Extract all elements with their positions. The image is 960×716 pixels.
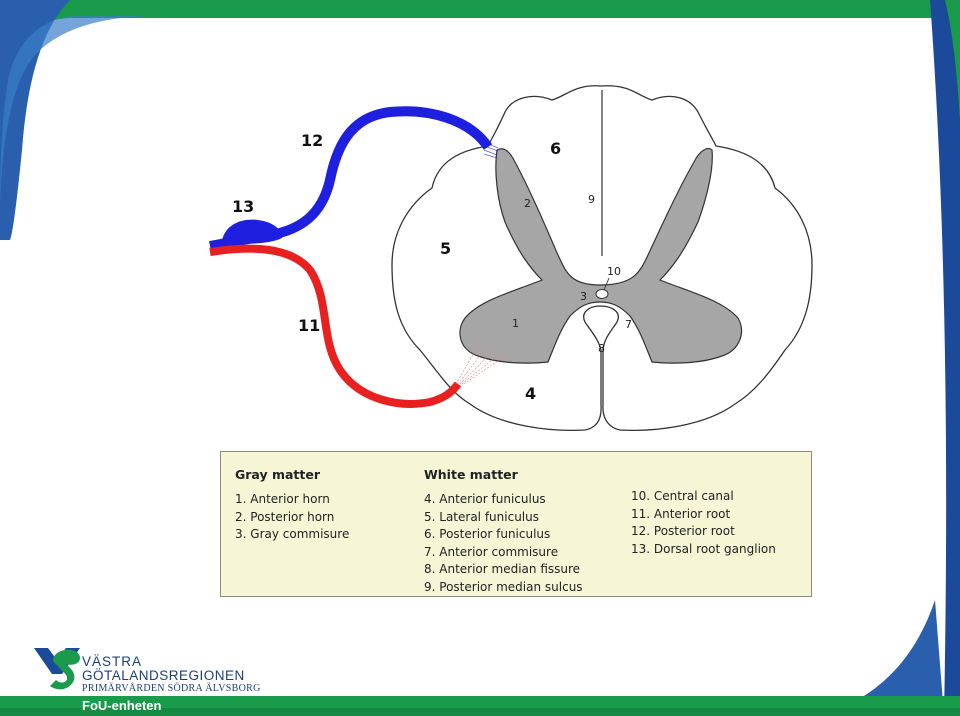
anterior-root [209,244,462,408]
legend-box: Gray matter 1. Anterior horn 2. Posterio… [220,451,812,597]
anterior-rootlets [455,345,509,385]
right-green-edge [945,0,960,120]
label-4: 4 [525,384,536,403]
legend-item: 12. Posterior root [631,524,735,539]
central-canal-pointer [603,277,610,291]
dorsal-root-ganglion [222,219,282,244]
logo-name-line1: VÄSTRA [82,654,143,669]
legend-white-matter: White matter 4. Anterior funiculus 5. La… [424,467,583,597]
label-13: 13 [232,197,254,216]
footer-label: FoU-enheten [82,698,162,713]
label-1: 1 [512,317,519,330]
label-3: 3 [580,290,587,303]
legend-item: 3. Gray commisure [235,527,350,542]
gray-matter [459,147,743,364]
label-12: 12 [301,131,323,150]
logo-name-line3: PRIMÄRVÅRDEN SÖDRA ÄLVSBORG [82,683,261,694]
legend-item: 5. Lateral funiculus [424,509,539,524]
bottom-right-blue [820,600,944,716]
legend-other: 10. Central canal 11. Anterior root 12. … [631,488,776,558]
label-2: 2 [524,197,531,210]
label-11: 11 [298,316,320,335]
logo-name-line2: GÖTALANDSREGIONEN [82,668,245,683]
central-canal [595,289,609,299]
legend-item: 9. Posterior median sulcus [424,579,583,594]
top-green-band [0,0,960,60]
legend-item: 8. Anterior median fissure [424,562,581,577]
label-5: 5 [440,239,451,258]
label-9: 9 [588,193,595,206]
legend-gray-matter-title: Gray matter [235,467,321,482]
label-7: 7 [625,318,632,331]
label-6: 6 [550,139,561,158]
legend-item: 6. Posterior funiculus [424,527,551,542]
legend-item: 2. Posterior horn [235,509,335,524]
label-8: 8 [598,342,605,355]
right-blue-band [930,0,960,716]
legend-item: 7. Anterior commisure [424,544,559,559]
legend-gray-matter: Gray matter 1. Anterior horn 2. Posterio… [235,467,349,544]
bottom-green-band-dark [0,708,960,716]
posterior-rootlets [483,141,499,159]
legend-item: 13. Dorsal root ganglion [631,541,776,556]
legend-white-matter-title: White matter [424,467,518,482]
label-10: 10 [607,265,621,278]
vgr-logo-icon [34,648,80,690]
legend-item: 1. Anterior horn [235,492,330,506]
legend-item: 4. Anterior funiculus [424,492,546,506]
posterior-root [209,106,493,251]
legend-item: 11. Anterior root [631,506,731,521]
legend-item: 10. Central canal [631,489,734,503]
